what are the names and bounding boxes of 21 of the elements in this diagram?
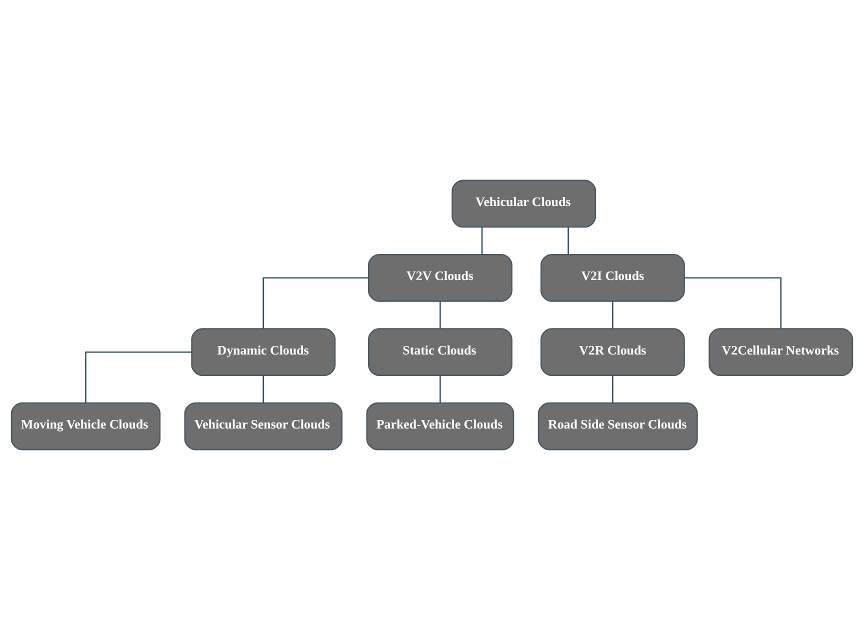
node-box: V2R Clouds xyxy=(540,328,685,376)
node-box: Parked-Vehicle Clouds xyxy=(366,402,514,450)
node-box: V2V Clouds xyxy=(368,253,512,302)
node-box: Moving Vehicle Clouds xyxy=(10,402,161,450)
connector xyxy=(481,226,483,254)
node-box: V2I Clouds xyxy=(540,253,685,302)
connector xyxy=(568,226,569,254)
node-box: Vehicular Clouds xyxy=(452,179,596,228)
connector xyxy=(612,375,614,402)
connector xyxy=(684,276,782,328)
connector xyxy=(440,300,441,328)
node-box: Road Side Sensor Clouds xyxy=(538,402,698,450)
node-box: Static Clouds xyxy=(368,328,512,376)
connector xyxy=(85,350,192,402)
connector xyxy=(440,375,441,402)
connector xyxy=(262,375,264,402)
connector xyxy=(262,276,369,328)
node-box: Vehicular Sensor Clouds xyxy=(184,402,343,450)
connector xyxy=(612,300,614,328)
node-box: Dynamic Clouds xyxy=(191,328,336,376)
node-box: V2Cellular Networks xyxy=(708,328,854,376)
